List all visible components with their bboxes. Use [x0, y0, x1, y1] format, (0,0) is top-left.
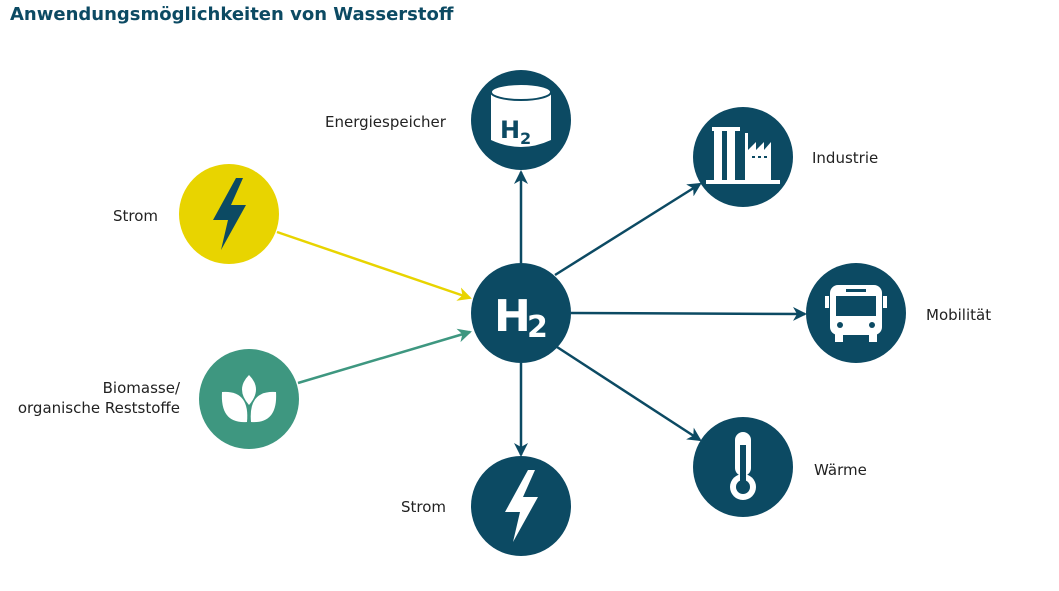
svg-text:H: H: [494, 291, 531, 342]
bus-icon: [806, 263, 906, 363]
label-strom-out: Strom: [401, 498, 447, 516]
svg-text:2: 2: [520, 129, 531, 148]
label-strom-in: Strom: [113, 207, 159, 225]
arrow-mobilitaet: [570, 306, 807, 321]
label-industrie: Industrie: [812, 149, 879, 167]
factory-icon: [693, 107, 793, 207]
label-waerme: Wärme: [814, 461, 867, 479]
h2-center-node: H2: [471, 263, 571, 363]
label-energiespeicher: Energiespeicher: [325, 113, 446, 131]
label-biomasse-line2: organische Reststoffe: [17, 399, 180, 417]
leaf-icon: [199, 349, 299, 449]
thermometer-icon: [693, 417, 793, 517]
lightning-out-icon: [471, 456, 571, 556]
arrow-biomasse-in: [297, 328, 472, 385]
label-mobilitaet: Mobilität: [926, 306, 992, 324]
label-biomasse: Biomasse/organische Reststoffe: [8, 378, 180, 418]
arrow-waerme: [556, 345, 702, 442]
page-title: Anwendungsmöglichkeiten von Wasserstoff: [10, 4, 454, 25]
label-biomasse-line1: Biomasse/: [102, 379, 180, 397]
svg-text:H: H: [500, 116, 520, 144]
lightning-in-icon: [179, 164, 279, 264]
svg-text:2: 2: [527, 310, 548, 345]
arrow-strom-in: [276, 230, 472, 301]
arrow-industrie: [554, 182, 702, 277]
